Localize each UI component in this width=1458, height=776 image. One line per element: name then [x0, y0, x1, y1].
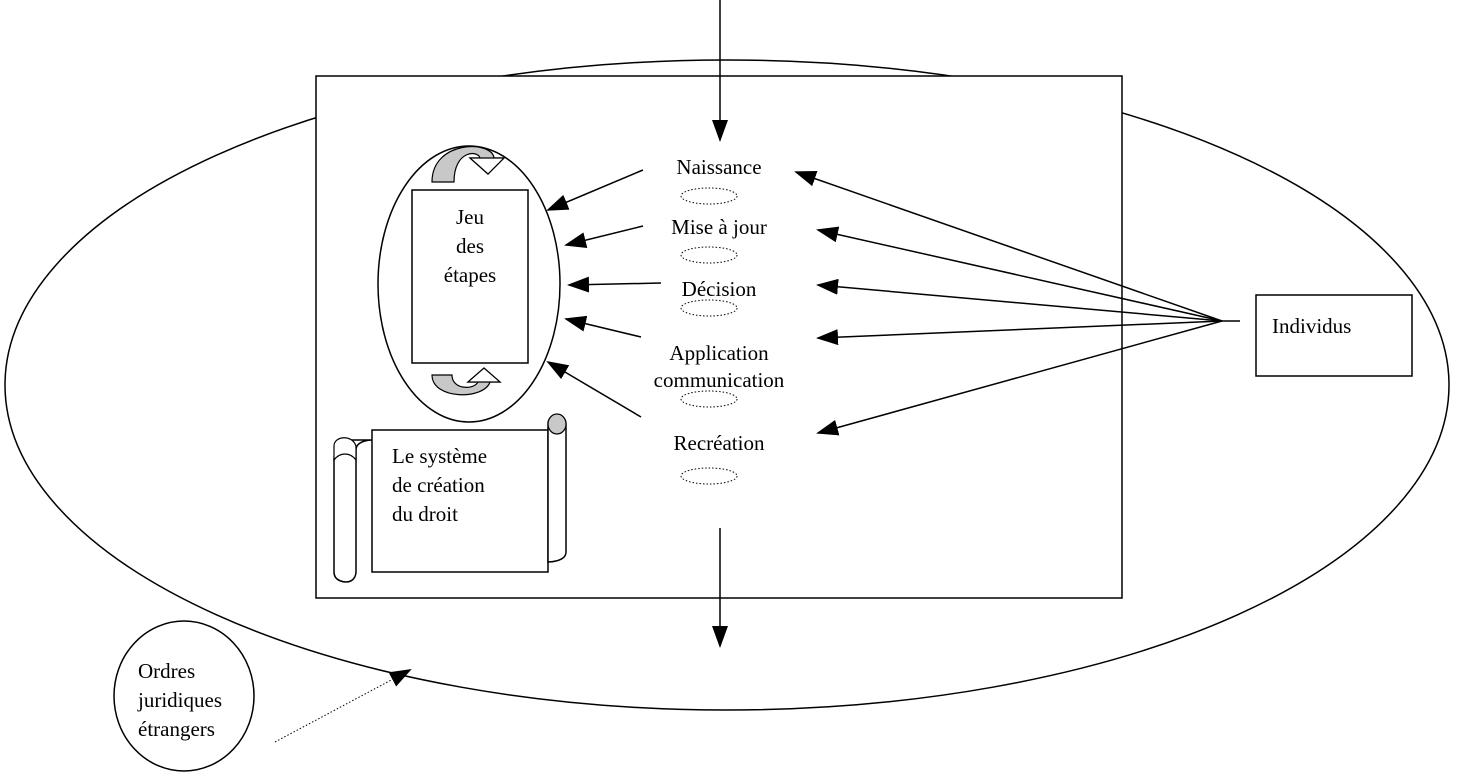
top-cycle-arrow-icon [431, 146, 506, 183]
stage-communication: communication [653, 368, 785, 392]
scroll-label: Le système de création du droit [392, 442, 487, 529]
foreign-orders-label: Ordres juridiques étrangers [138, 657, 222, 744]
cycle-box-label: Jeu des étapes [412, 203, 528, 290]
scroll-line-3: du droit [392, 502, 458, 526]
stage-markers [680, 187, 738, 485]
scroll-line-1: Le système [392, 444, 488, 468]
individus-box [1255, 294, 1413, 377]
individus-arrows [794, 171, 1240, 436]
foreign-line-2: juridiques [138, 688, 222, 712]
foreign-line-1: Ordres [138, 659, 196, 683]
stage-to-cycle-arrows [546, 169, 662, 418]
foreign-line-3: étrangers [138, 717, 215, 741]
stage-recreation: Recréation [673, 431, 765, 455]
cycle-box-line-3: étapes [443, 263, 497, 287]
cycle-ellipse [377, 145, 561, 423]
individus-label: Individus [1272, 314, 1352, 338]
stage-decision: Décision [681, 277, 757, 301]
scroll-shape [333, 413, 567, 583]
stages-box [411, 189, 529, 364]
foreign-orders-circle [113, 620, 255, 772]
stage-mise-a-jour: Mise à jour [671, 215, 767, 239]
outer-ellipse [4, 59, 1450, 711]
cycle-box-line-2: des [456, 234, 484, 258]
bottom-cycle-arrow-icon [431, 367, 502, 396]
scroll-line-2: de création [392, 473, 485, 497]
stage-application: Application [669, 341, 769, 365]
stage-naissance: Naissance [676, 155, 762, 179]
cycle-box-line-1: Jeu [456, 205, 484, 229]
foreign-dotted-arrow [274, 669, 412, 743]
